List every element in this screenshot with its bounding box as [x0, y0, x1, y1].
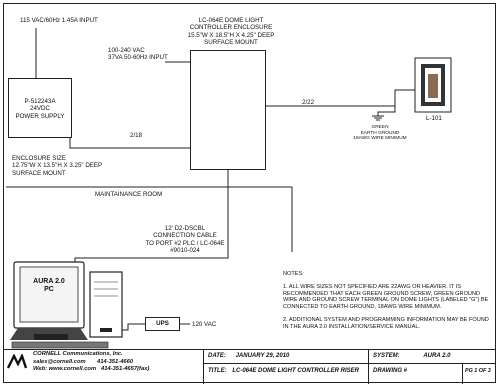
dome-light-icon: [414, 57, 452, 113]
wire-2-22: [266, 89, 415, 107]
system-value: AURA 2.0: [423, 353, 451, 359]
controller-input-rating: 37VA 50-60Hz INPUT: [108, 54, 168, 62]
power-supply-box: [8, 78, 72, 138]
ups-to-pc-wire: [122, 323, 145, 331]
controller-input-voltage: 100-240 VAC: [108, 47, 145, 54]
enclosure-size-title: ENCLOSURE SIZE: [12, 155, 66, 162]
controller-line-3: 15.5"W X 18.5"H X 4.25" DEEP: [187, 31, 275, 39]
controller-line-1: LC-064E DOME LIGHT: [198, 17, 264, 24]
cable-port: TO PORT #2 PLC / LC-064E: [145, 239, 225, 247]
pc-label-device: PC: [44, 286, 54, 294]
title-value: LC-064E DOME LIGHT CONTROLLER RISER: [232, 368, 360, 374]
controller-input-label: 100-240 VAC 37VA 50-60Hz INPUT: [108, 47, 168, 62]
pc-label: AURA 2.0 PC: [22, 278, 76, 295]
pc-tower-icon: [89, 271, 123, 338]
drawing-label: DRAWING #: [373, 368, 408, 374]
ground-wire: [377, 106, 396, 116]
page-cell: PG 1 OF 3: [462, 363, 496, 384]
drawing-sheet: [3, 3, 496, 383]
ups-label: UPS: [156, 320, 169, 327]
system-label: SYSTEM:: [373, 353, 400, 359]
controller-enclosure-box: [190, 50, 266, 170]
system-cell: SYSTEM: AURA 2.0: [368, 350, 496, 363]
enclosure-size-label: ENCLOSURE SIZE 12.75"W X 13.5"H X 3.25" …: [12, 155, 102, 177]
note-item-2: 2. ADDITIONAL SYSTEM AND PROGRAMMING INF…: [283, 316, 489, 330]
cable-type: CONNECTION CABLE: [153, 232, 217, 240]
enclosure-size-mount: SURFACE MOUNT: [12, 169, 66, 177]
power-supply-voltage: 24VDC: [30, 105, 50, 113]
ups-box: [145, 317, 180, 331]
wire-2-22-label: 2/22: [302, 99, 315, 106]
date-label: DATE:: [208, 353, 226, 359]
ground-label-gauge: 18AWG WIRE MINIMUM: [353, 136, 407, 142]
company-fax: 414-351-4657(fax): [100, 366, 150, 373]
power-supply-name: POWER SUPPLY: [15, 112, 65, 120]
power-supply-model: P-512243A: [24, 98, 56, 105]
company-name: CORNELL Communications, Inc.: [33, 351, 123, 357]
dome-light-label: L-101: [426, 115, 442, 122]
title-label: TITLE:: [208, 368, 227, 374]
enclosure-size-dimensions: 12.75"W X 13.5"H X 3.25" DEEP: [12, 162, 103, 170]
page-value: PG 1 OF 3: [465, 368, 491, 374]
company-email: sales@cornell.com: [33, 358, 86, 365]
ground-label-color: GREEN: [371, 125, 389, 130]
title-block: CORNELL Communications, Inc. sales@corne…: [3, 349, 496, 384]
pc-label-product: AURA 2.0: [33, 278, 65, 285]
company-phone: 414-351-4660: [96, 358, 134, 365]
power-input-label: 115 VAC/60Hz 1.45A INPUT: [20, 17, 98, 24]
ground-label-type: EARTH GROUND: [360, 130, 400, 136]
notes-title: NOTES:: [283, 271, 304, 277]
company-web: Web: www.cornell.com: [33, 366, 97, 373]
wire-2-18: [69, 138, 190, 149]
company-logo: [6, 352, 28, 370]
pc-monitor-icon: [10, 261, 88, 340]
wire-2-18-label: 2/18: [130, 132, 143, 139]
title-cell: TITLE: LC-064E DOME LIGHT CONTROLLER RIS…: [203, 363, 368, 384]
cable-model: 12' D2-DSCBL: [164, 225, 206, 232]
keyboard-icon: [11, 341, 109, 349]
ground-label: GREEN EARTH GROUND 18AWG WIRE MINIMUM: [340, 125, 420, 142]
date-value: JANUARY 29, 2010: [235, 353, 290, 359]
controller-line-2: CONTROLLER ENCLOSURE: [189, 24, 273, 32]
date-cell: DATE: JANUARY 29, 2010: [203, 350, 368, 363]
power-supply-label: P-512243A 24VDC POWER SUPPLY: [8, 98, 72, 120]
drawing-cell: DRAWING #: [368, 363, 462, 384]
controller-label: LC-064E DOME LIGHT CONTROLLER ENCLOSURE …: [176, 17, 286, 47]
maintenance-room-label: MAINTAINANCE ROOM: [95, 191, 163, 198]
notes-section: NOTES: 1. ALL WIRE SIZES NOT SPECIFIED A…: [283, 271, 491, 337]
cable-label: 12' D2-DSCBL CONNECTION CABLE TO PORT #2…: [140, 225, 230, 255]
company-info: CORNELL Communications, Inc. sales@corne…: [33, 351, 149, 374]
cable-part-number: #9010-024: [170, 247, 200, 255]
controller-line-4: SURFACE MOUNT: [204, 39, 258, 47]
ups-input-label: 120 VAC: [192, 321, 217, 328]
note-item-1: 1. ALL WIRE SIZES NOT SPECIFIED ARE 22AW…: [283, 283, 489, 311]
